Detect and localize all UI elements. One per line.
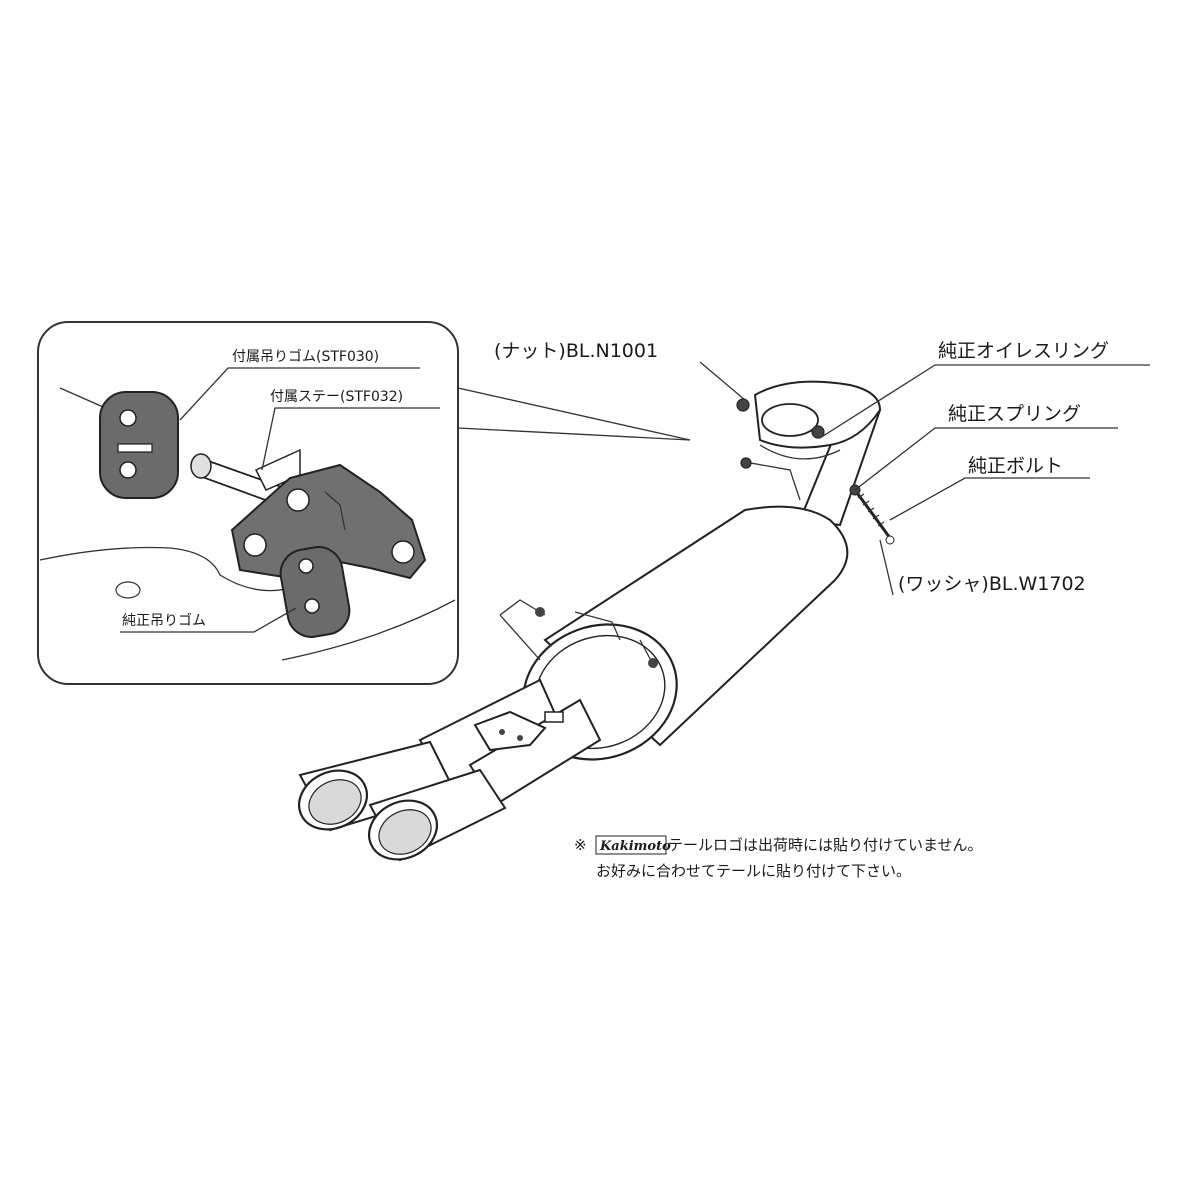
- leader-oil-ring: [819, 364, 1150, 439]
- note-line-1: テールロゴは出荷時には貼り付けていません。: [668, 836, 983, 854]
- body-hole-icon: [115, 581, 141, 599]
- oem-hanger-rubber-icon: [279, 546, 351, 638]
- spring-bolt-icon: [849, 484, 895, 545]
- leader-nut: [699, 361, 746, 401]
- inset-frame: [37, 321, 459, 685]
- inset-detail: 付属吊りゴム(STF030) 付属ステー(STF032) 純正吊りゴム: [37, 321, 691, 685]
- note-prefix: ※: [574, 836, 587, 854]
- leader-inset-rubber: [179, 367, 420, 421]
- label-inset-stay: 付属ステー(STF032): [270, 389, 403, 405]
- muffler-assembly: (ナット)BL.N1001 純正オイレスリング 純正スプリング 純正ボルト (ワ…: [298, 340, 1150, 862]
- inlet-pipe-icon: [736, 380, 882, 527]
- accessory-hanger-rubber-icon: [99, 391, 179, 499]
- leader-inset-oem-rubber: [120, 607, 297, 633]
- leader-spring: [854, 427, 1118, 491]
- nut-icon: [736, 398, 750, 412]
- label-inset-rubber: 付属吊りゴム(STF030): [232, 348, 379, 365]
- body-contour-line: [39, 546, 301, 592]
- label-spring: 純正スプリング: [948, 403, 1081, 425]
- label-inset-oem-rubber: 純正吊りゴム: [122, 612, 206, 629]
- leader-washer: [879, 539, 894, 596]
- label-oil-ring: 純正オイレスリング: [938, 340, 1109, 362]
- tail-pipes-icon: [298, 678, 602, 862]
- note-line-2: お好みに合わせてテールに貼り付けて下さい。: [596, 862, 911, 880]
- body-contour-line-lower: [281, 599, 456, 661]
- installation-note: ※ Kakimoto テールロゴは出荷時には貼り付けていません。 お好みに合わせ…: [574, 835, 983, 880]
- leader-inset-stay: [261, 407, 440, 471]
- muffler-body-icon: [499, 505, 849, 761]
- inset-pointer-top: [457, 387, 691, 441]
- leader-bolt: [889, 477, 1090, 521]
- accessory-stay-icon: [190, 448, 301, 508]
- inset-pointer-bottom: [457, 427, 691, 441]
- label-bolt: 純正ボルト: [968, 455, 1063, 477]
- label-nut: (ナット)BL.N1001: [494, 340, 658, 362]
- brand-logo-icon: [595, 835, 667, 855]
- label-washer: (ワッシャ)BL.W1702: [898, 573, 1086, 595]
- note-brand-logo: Kakimoto: [599, 839, 671, 854]
